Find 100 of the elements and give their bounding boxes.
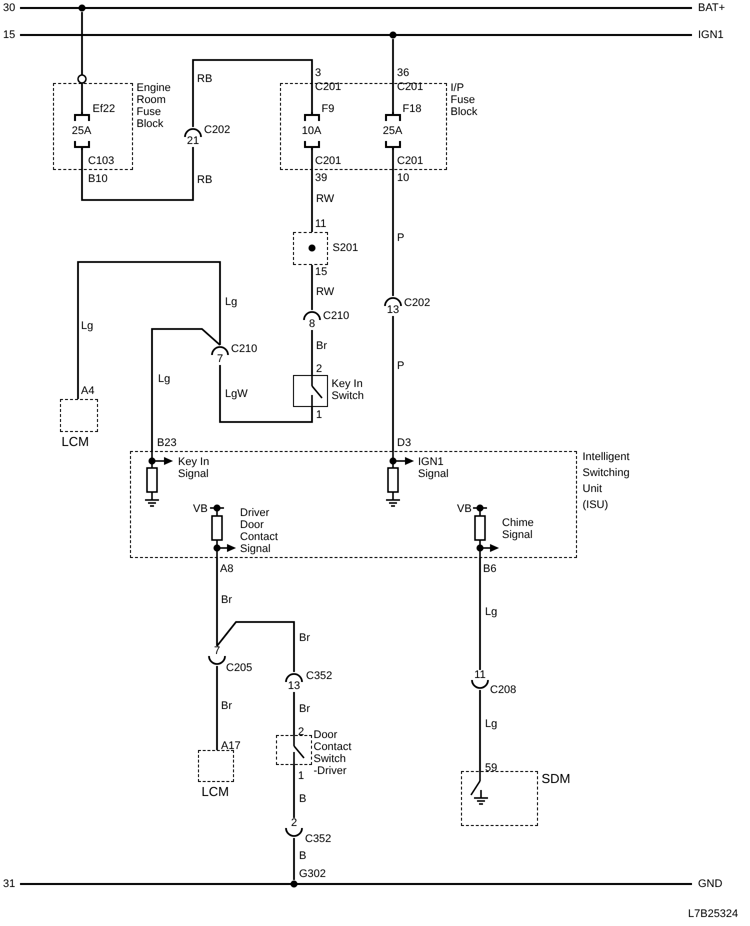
pin-number: 36 bbox=[397, 67, 410, 79]
component-name: S201 bbox=[332, 242, 358, 254]
connector-id: C205 bbox=[226, 662, 252, 674]
pin-number: 59 bbox=[485, 762, 498, 774]
wire bbox=[151, 328, 221, 451]
wire-color-code: LgW bbox=[224, 388, 249, 400]
bus-name: IGN1 bbox=[698, 29, 724, 41]
wire bbox=[219, 365, 313, 423]
pin-number: 1 bbox=[298, 770, 304, 782]
bus-name: GND bbox=[698, 878, 722, 890]
wire-color-code: RW bbox=[315, 286, 336, 298]
fuse-id: F9 bbox=[322, 102, 334, 114]
component-name: Door Contact Switch -Driver bbox=[314, 728, 352, 776]
pin-number: 11 bbox=[315, 218, 326, 230]
connector-id: C201 bbox=[397, 155, 424, 167]
signal-label: Driver Door Contact Signal bbox=[240, 507, 279, 555]
wire-color-code: Br bbox=[298, 632, 311, 644]
diagram-code: L7B25324 bbox=[688, 908, 738, 920]
pin-number: 10 bbox=[397, 172, 410, 184]
wire-color-code: Lg bbox=[224, 296, 238, 308]
wire-color-code: P bbox=[396, 360, 406, 372]
pin-number: 15 bbox=[315, 266, 328, 278]
component-name: I/P Fuse Block bbox=[450, 82, 478, 118]
pin-number: D3 bbox=[397, 437, 412, 449]
pin-number: 2 bbox=[298, 726, 304, 738]
component-name: LCM bbox=[62, 436, 89, 448]
connector-id: C202 bbox=[404, 297, 430, 309]
connector-id: C352 bbox=[306, 670, 332, 682]
wire-color-code: B bbox=[298, 793, 308, 805]
wire-color-code: Br bbox=[315, 340, 328, 352]
wire-color-code: Br bbox=[298, 703, 311, 715]
pin-number: B6 bbox=[483, 563, 496, 575]
wire-color-code: RW bbox=[315, 193, 336, 205]
wire-color-code: Br bbox=[220, 594, 233, 606]
wire-color-code: RB bbox=[196, 174, 214, 186]
wire-color-code: Lg bbox=[81, 320, 94, 332]
pin-number: B10 bbox=[88, 173, 108, 185]
pin-number: 1 bbox=[316, 409, 322, 421]
pin-number: 13 bbox=[386, 304, 400, 316]
wire bbox=[311, 330, 313, 375]
pin-number: 39 bbox=[315, 172, 328, 184]
fuse-id: Ef22 bbox=[92, 102, 116, 114]
wire-color-code: P bbox=[396, 232, 406, 244]
fuse-rating: 25A bbox=[70, 124, 92, 136]
supply-label: VB bbox=[193, 503, 208, 515]
pin-number: A8 bbox=[220, 563, 234, 575]
terminal-number: 31 bbox=[3, 878, 16, 890]
wire bbox=[293, 765, 295, 818]
wire-color-code: Lg bbox=[157, 373, 172, 385]
wire bbox=[479, 690, 481, 771]
connector-id: C210 bbox=[231, 343, 258, 355]
pin-number: B23 bbox=[157, 437, 177, 449]
connector-id: C202 bbox=[204, 124, 230, 136]
ground-point-id: G302 bbox=[299, 868, 326, 880]
pin-number: 2 bbox=[290, 817, 298, 829]
wire bbox=[392, 316, 394, 451]
fuse-rating: 25A bbox=[382, 124, 404, 136]
wire bbox=[192, 59, 313, 127]
terminal-number: 30 bbox=[3, 2, 16, 14]
pin-number: 2 bbox=[316, 363, 322, 375]
signal-label: Chime Signal bbox=[502, 517, 535, 541]
pin-number: 3 bbox=[315, 67, 322, 79]
wire bbox=[311, 150, 313, 232]
wire bbox=[311, 265, 313, 310]
pin-number: A4 bbox=[81, 385, 94, 397]
supply-label: VB bbox=[457, 503, 472, 515]
wire bbox=[216, 666, 218, 750]
component-name: Key In Switch bbox=[332, 378, 365, 402]
signal-label: Key In Signal bbox=[178, 456, 210, 480]
wire bbox=[77, 261, 221, 399]
wire bbox=[392, 150, 394, 296]
component-name: LCM bbox=[202, 786, 229, 798]
terminal-number: 15 bbox=[3, 29, 16, 41]
wire-color-code: Br bbox=[220, 700, 233, 712]
connector-id: C201 bbox=[315, 155, 342, 167]
component-name: Intelligent Switching Unit (ISU) bbox=[582, 450, 628, 512]
wire-color-code: RB bbox=[196, 73, 214, 85]
wire-color-code: Lg bbox=[484, 718, 498, 730]
signal-label: IGN1 Signal bbox=[418, 456, 450, 480]
pin-number: 7 bbox=[216, 353, 224, 365]
wire bbox=[479, 558, 481, 670]
pin-number: 21 bbox=[186, 135, 200, 147]
wire-color-code: Lg bbox=[484, 606, 498, 618]
component-name: SDM bbox=[542, 772, 570, 784]
connector-id: C352 bbox=[305, 833, 332, 845]
pin-number: 8 bbox=[308, 318, 316, 330]
fuse-id: F18 bbox=[402, 102, 422, 114]
connector-id: C103 bbox=[88, 155, 114, 167]
wire bbox=[216, 558, 218, 646]
pin-number: 13 bbox=[286, 680, 302, 692]
connector-id: C210 bbox=[323, 310, 350, 322]
component-name: Engine Room Fuse Block bbox=[136, 82, 172, 130]
wire bbox=[216, 621, 295, 672]
wire bbox=[293, 692, 295, 735]
fuse-rating: 10A bbox=[300, 124, 322, 136]
wire-color-code: B bbox=[298, 850, 308, 862]
connector-id: C208 bbox=[490, 684, 516, 696]
pin-number: 11 bbox=[473, 669, 487, 681]
bus-name: BAT+ bbox=[698, 2, 726, 14]
wire bbox=[81, 147, 194, 201]
